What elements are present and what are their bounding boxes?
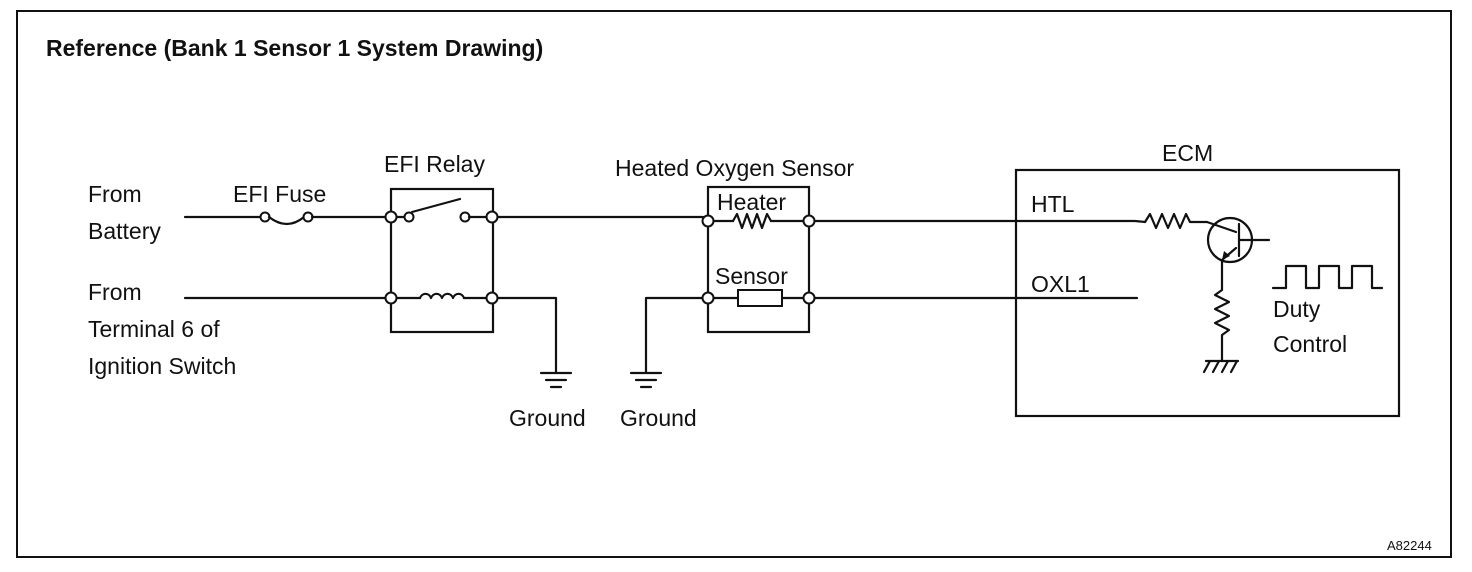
heater-label: Heater	[717, 189, 786, 215]
ecm-emitter-resistor	[1202, 258, 1240, 374]
battery-label-line1: From	[88, 181, 142, 207]
ignition-label-line2: Terminal 6 of	[88, 316, 220, 342]
battery-label-line2: Battery	[88, 218, 161, 244]
ignition-label-line1: From	[88, 279, 142, 305]
fuse-symbol	[183, 211, 394, 226]
ecm-base-resistor	[1143, 212, 1209, 230]
relay-box	[384, 187, 499, 334]
ecm-label: ECM	[1162, 140, 1213, 166]
sensor-ground	[629, 296, 704, 389]
sensor-block-label: Heated Oxygen Sensor	[615, 155, 854, 181]
relay-ground	[496, 296, 573, 389]
ground-label-1: Ground	[509, 405, 586, 431]
ecm-transistor	[1205, 216, 1271, 264]
sensor-label: Sensor	[715, 263, 788, 289]
diagram-title: Reference (Bank 1 Sensor 1 System Drawin…	[46, 35, 543, 61]
outer-frame	[16, 10, 1452, 558]
ignition-label-line3: Ignition Switch	[88, 353, 236, 379]
htl-wire	[813, 219, 1147, 224]
fuse-label: EFI Fuse	[233, 181, 326, 207]
duty-label-line2: Control	[1273, 331, 1347, 357]
duty-waveform	[1271, 264, 1384, 290]
duty-label-line1: Duty	[1273, 296, 1321, 322]
htl-label: HTL	[1031, 191, 1075, 217]
oxl1-label: OXL1	[1031, 271, 1090, 297]
ground-label-2: Ground	[620, 405, 697, 431]
ecm-box	[1014, 168, 1401, 418]
relay-label: EFI Relay	[384, 151, 485, 177]
figure-code: A82244	[1387, 538, 1432, 553]
